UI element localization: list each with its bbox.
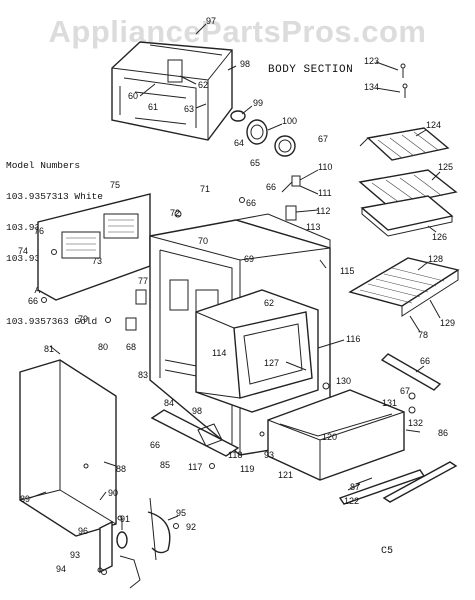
callout-label: 94 — [56, 564, 66, 574]
model-line: 103.9357363 Gold — [6, 315, 98, 327]
callout-label: 78 — [418, 330, 428, 340]
callout-label: 119 — [240, 464, 254, 474]
callout-label: 73 — [92, 256, 102, 266]
back-panel-part — [37, 193, 151, 301]
callout-label: 125 — [438, 162, 453, 172]
callout-label: 74 — [18, 246, 28, 256]
callout-label: 93 — [70, 550, 80, 560]
callout-label: 128 — [428, 254, 443, 264]
kick-plate-part — [150, 409, 240, 457]
callout-label: 97 — [206, 16, 216, 26]
callout-label: 100 — [282, 116, 297, 126]
leveling-leg-part — [99, 497, 179, 589]
callout-label: 66 — [246, 198, 256, 208]
terminal-block-part — [230, 110, 296, 157]
callout-label: 124 — [426, 120, 441, 130]
callout-label: 66 — [28, 296, 38, 306]
callout-label: 111 — [318, 188, 332, 198]
callout-label: 60 — [128, 91, 138, 101]
callout-label: 65 — [250, 158, 260, 168]
callout-label: 69 — [244, 254, 254, 264]
watermark: AppliancePartsPros.com — [48, 14, 427, 49]
callout-label: 114 — [212, 348, 226, 358]
callout-label: 134 — [364, 82, 379, 92]
callout-label: 87 — [350, 482, 360, 492]
callout-label: 80 — [98, 342, 108, 352]
screw-part — [400, 63, 408, 98]
oven-liner-part — [195, 289, 319, 413]
callout-label: 75 — [110, 180, 120, 190]
callout-label: 67 — [318, 134, 328, 144]
callout-label: 121 — [278, 470, 293, 480]
callout-label: 68 — [126, 342, 136, 352]
callout-label: 84 — [164, 398, 174, 408]
callout-label: 131 — [382, 398, 397, 408]
callout-label: 99 — [253, 98, 263, 108]
hardware-part — [41, 175, 416, 573]
callout-label: 120 — [322, 432, 337, 442]
callout-label: 117 — [188, 462, 202, 472]
callout-label: 123 — [364, 56, 379, 66]
callout-label: 85 — [160, 460, 170, 470]
callout-label: 122 — [344, 496, 359, 506]
callout-label: 66 — [420, 356, 430, 366]
diagram-code: C5 — [381, 546, 394, 557]
callout-label: 98 — [192, 406, 202, 416]
callout-label: 63 — [184, 104, 194, 114]
callout-label: 61 — [148, 102, 158, 112]
callout-label: 86 — [438, 428, 448, 438]
callout-label: 71 — [200, 184, 210, 194]
callout-label: 92 — [186, 522, 196, 532]
callout-label: 81 — [44, 344, 54, 354]
drawer-rail-part — [338, 353, 458, 505]
callout-label: 64 — [234, 138, 244, 148]
callout-label: 66 — [150, 440, 160, 450]
broiler-grid-part — [359, 127, 450, 161]
body-box-part — [111, 41, 233, 141]
callout-label: 62 — [264, 298, 274, 308]
model-numbers-heading: Model Numbers — [6, 159, 81, 171]
callout-label: 129 — [440, 318, 455, 328]
callout-label: 90 — [108, 488, 118, 498]
model-line: 103.9357313 White — [6, 191, 103, 203]
callout-label: 89 — [20, 494, 30, 504]
callout-label: 66 — [266, 182, 276, 192]
side-panel-part — [19, 359, 117, 537]
callout-label: 93 — [264, 450, 274, 460]
callout-label: 70 — [198, 236, 208, 246]
callout-label: 127 — [264, 358, 279, 368]
callout-label: 116 — [346, 334, 360, 344]
oven-rack-part — [348, 257, 460, 317]
callout-label: 132 — [408, 418, 423, 428]
callout-label: 83 — [138, 370, 148, 380]
callout-label: 76 — [34, 226, 44, 236]
callout-label: 118 — [228, 450, 242, 460]
callout-label: 95 — [176, 508, 186, 518]
callout-label: 113 — [306, 222, 320, 232]
callout-labels: 97 98 60 62 61 63 99 100 64 65 67 123 13… — [18, 16, 455, 574]
leader-lines — [29, 23, 441, 530]
callout-label: 88 — [116, 464, 126, 474]
callout-label: 62 — [198, 80, 208, 90]
section-title: BODY SECTION — [268, 64, 354, 76]
drawer-part — [267, 389, 405, 481]
callout-label: 110 — [318, 162, 332, 172]
callout-label: 98 — [240, 59, 250, 69]
callout-label: 112 — [316, 206, 330, 216]
callout-label: 130 — [336, 376, 351, 386]
callout-label: 79 — [78, 314, 88, 324]
callout-label: 96 — [78, 526, 88, 536]
callout-label: 115 — [340, 266, 354, 276]
callout-label: 91 — [120, 514, 130, 524]
callout-label: 72 — [170, 208, 180, 218]
callout-label: 77 — [138, 276, 148, 286]
broiler-pan-part — [358, 169, 458, 237]
callout-label: 126 — [432, 232, 447, 242]
callout-label: 67 — [400, 386, 410, 396]
